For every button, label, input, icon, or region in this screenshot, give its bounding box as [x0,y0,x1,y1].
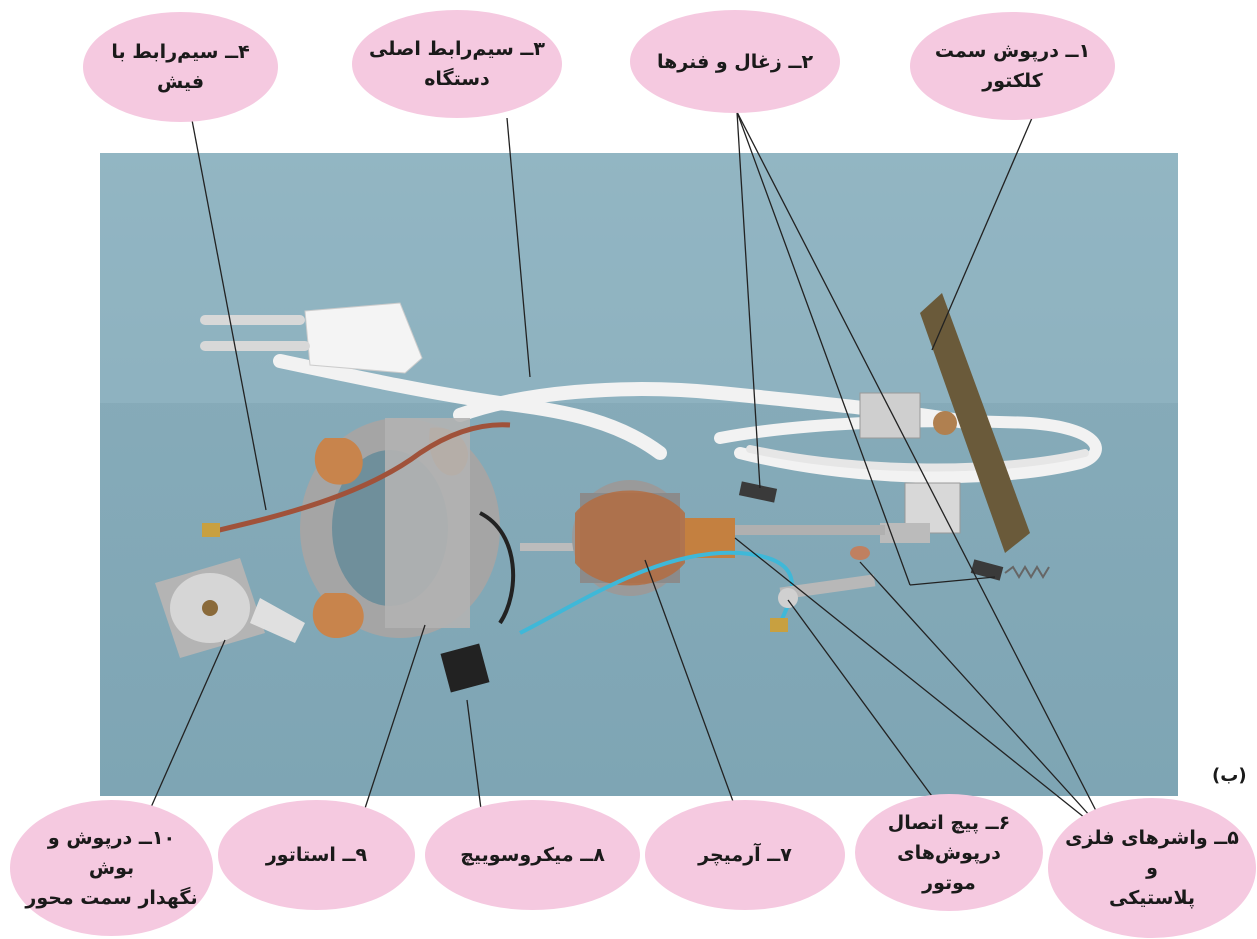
label-brushes-springs: ۲ــ زغال و فنرها [630,10,840,113]
label-stator: ۹ــ استاتور [218,800,415,910]
label-microswitch: ۸ــ میکروسوییچ [425,800,640,910]
blue-wire [519,550,794,635]
rear-cover [155,558,305,658]
label-armature: ۷ــ آرمیچر [645,800,845,910]
washer [850,546,870,560]
microswitch [440,511,516,693]
label-washers: ۵ــ واشرهای فلزی و پلاستیکی [1048,798,1256,938]
label-collector-cover: ۱ــ درپوش سمت کلکتور [910,12,1115,120]
label-cover-screw: ۶ــ پیچ اتصال درپوش‌های موتور [855,794,1043,911]
brown-wire [214,422,511,534]
label-plug-wire: ۴ــ سیم‌رابط با فیش [83,12,278,122]
motor-parts-photo [100,153,1178,796]
figure-caption: (ب) [1212,765,1247,786]
stator [300,418,500,639]
armature [520,480,885,596]
parts-illustration [100,153,1178,693]
label-rear-cover-bushing: ۱۰ــ درپوش و بوش نگهدار سمت محور [10,800,213,936]
label-main-cord: ۳ــ سیم‌رابط اصلی دستگاه [352,10,562,118]
